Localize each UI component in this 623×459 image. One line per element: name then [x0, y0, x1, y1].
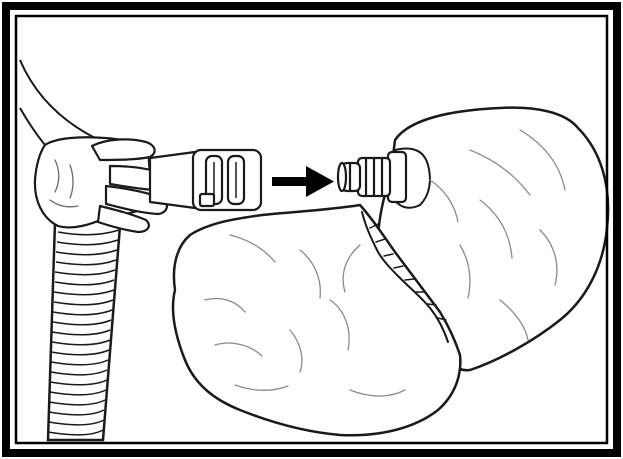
hand-thumb [92, 139, 155, 160]
hose-coupling-icon [150, 150, 261, 210]
